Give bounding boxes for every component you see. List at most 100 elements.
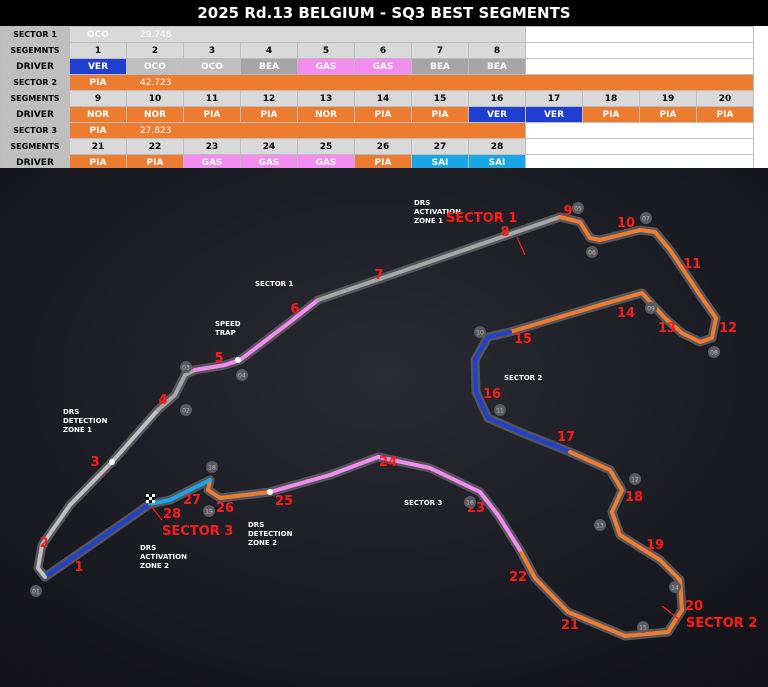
- track-segment: [478, 490, 522, 552]
- segment-number-label: 4: [158, 393, 167, 408]
- segment-driver: PIA: [696, 106, 754, 123]
- corner-number: 03: [182, 365, 190, 372]
- corner-number: 14: [671, 585, 679, 592]
- corner-marker: [708, 346, 720, 358]
- segment-number: 7: [411, 42, 469, 59]
- segment-number-label: 13: [658, 321, 676, 336]
- drs-detection-zone-1: DRS: [63, 408, 79, 416]
- segment-driver: OCO: [183, 58, 241, 75]
- segment-number: 5: [297, 42, 355, 59]
- corner-marker: [629, 473, 641, 485]
- sector-best-driver: PIA: [89, 125, 107, 136]
- marker-dot: [235, 357, 241, 363]
- drs-activation-zone-2: ACTIVATION: [140, 553, 187, 561]
- track-segment: [610, 510, 662, 562]
- track-segment: [568, 450, 624, 514]
- segments-label: SEGMENTS: [0, 138, 70, 155]
- segment-driver: BEA: [468, 58, 526, 75]
- chequered-flag-icon: [146, 494, 155, 503]
- track-segment: [558, 215, 602, 242]
- segment-driver: SAI: [468, 154, 526, 171]
- corner-marker: [572, 202, 584, 214]
- segment-number-label: 12: [719, 321, 737, 336]
- segment-number-label: 28: [163, 507, 181, 522]
- sector-3-area-label: SECTOR 3: [404, 499, 443, 507]
- segment-number: 12: [240, 90, 298, 107]
- track-segment: [518, 548, 570, 614]
- segment-driver: NOR: [126, 106, 184, 123]
- segment-number-label: 6: [290, 302, 299, 317]
- corner-number: 09: [647, 306, 655, 313]
- segment-number: 26: [354, 138, 412, 155]
- segment-number: 3: [183, 42, 241, 59]
- segment-number: 24: [240, 138, 298, 155]
- segment-driver: SAI: [411, 154, 469, 171]
- segment-number-label: 20: [685, 599, 703, 614]
- corner-number: 10: [476, 330, 484, 337]
- corner-marker: [594, 519, 606, 531]
- corner-marker: [180, 404, 192, 416]
- drs-activation-zone-1: DRS: [414, 199, 430, 207]
- corner-marker: [640, 212, 652, 224]
- segment-driver: GAS: [240, 154, 298, 171]
- track-segment: [193, 358, 242, 372]
- corner-number: 04: [238, 373, 246, 380]
- segment-driver: GAS: [354, 58, 412, 75]
- segment-driver: NOR: [297, 106, 355, 123]
- segment-number-label: 7: [374, 268, 383, 283]
- sector-boundary-line: [149, 504, 163, 521]
- marker-dot: [267, 489, 273, 495]
- corner-number: 16: [466, 500, 474, 507]
- corner-marker: [180, 361, 192, 373]
- driver-label: DRIVER: [0, 58, 70, 75]
- corner-marker: [30, 585, 42, 597]
- segment-number: 27: [411, 138, 469, 155]
- drs-activation-zone-1: ACTIVATION: [414, 208, 461, 216]
- track-segment: [268, 455, 380, 494]
- track-segment: [653, 230, 702, 297]
- segment-driver: PIA: [411, 106, 469, 123]
- segment-driver: PIA: [183, 106, 241, 123]
- segment-number-label: 26: [216, 501, 234, 516]
- segment-number: 13: [297, 90, 355, 107]
- segment-number: 16: [468, 90, 526, 107]
- track-segment: [566, 608, 684, 638]
- segment-number: 15: [411, 90, 469, 107]
- sector-boundary-line: [661, 605, 681, 621]
- segments-label: SEGEMNTS: [0, 42, 70, 59]
- drs-activation-zone-1: ZONE 1: [414, 217, 443, 225]
- track-segment: [36, 503, 72, 579]
- segment-driver: OCO: [126, 58, 184, 75]
- segment-driver: PIA: [69, 154, 127, 171]
- segment-driver: VER: [468, 106, 526, 123]
- track-segment: [598, 291, 654, 307]
- track-segment: [316, 270, 402, 302]
- segment-number-label: 1: [74, 560, 83, 575]
- segment-number-label: 21: [561, 618, 579, 633]
- corner-marker: [637, 621, 649, 633]
- segment-number-label: 5: [214, 351, 223, 366]
- segment-driver: NOR: [69, 106, 127, 123]
- segment-number-label: 27: [183, 493, 201, 508]
- sector-3-boundary: SECTOR 3: [162, 524, 233, 539]
- sector-label: SECTOR 2: [0, 74, 70, 91]
- track-segment: [486, 416, 572, 454]
- segment-number-label: 2: [39, 536, 48, 551]
- segment-driver: VER: [69, 58, 127, 75]
- speed-trap-label: TRAP: [215, 329, 236, 337]
- corner-number: 01: [32, 589, 40, 596]
- drs-detection-zone-2: DRS: [248, 521, 264, 529]
- segment-number-label: 15: [514, 332, 532, 347]
- track-segment: [698, 293, 718, 344]
- segment-driver: BEA: [240, 58, 298, 75]
- track-map: 1234567891011121314151617181920212223242…: [0, 168, 768, 687]
- segment-driver: PIA: [582, 106, 640, 123]
- segment-number: 25: [297, 138, 355, 155]
- sector-label: SECTOR 3: [0, 122, 70, 139]
- segment-number: 20: [696, 90, 754, 107]
- segment-number: 18: [582, 90, 640, 107]
- track-segment: [398, 215, 562, 274]
